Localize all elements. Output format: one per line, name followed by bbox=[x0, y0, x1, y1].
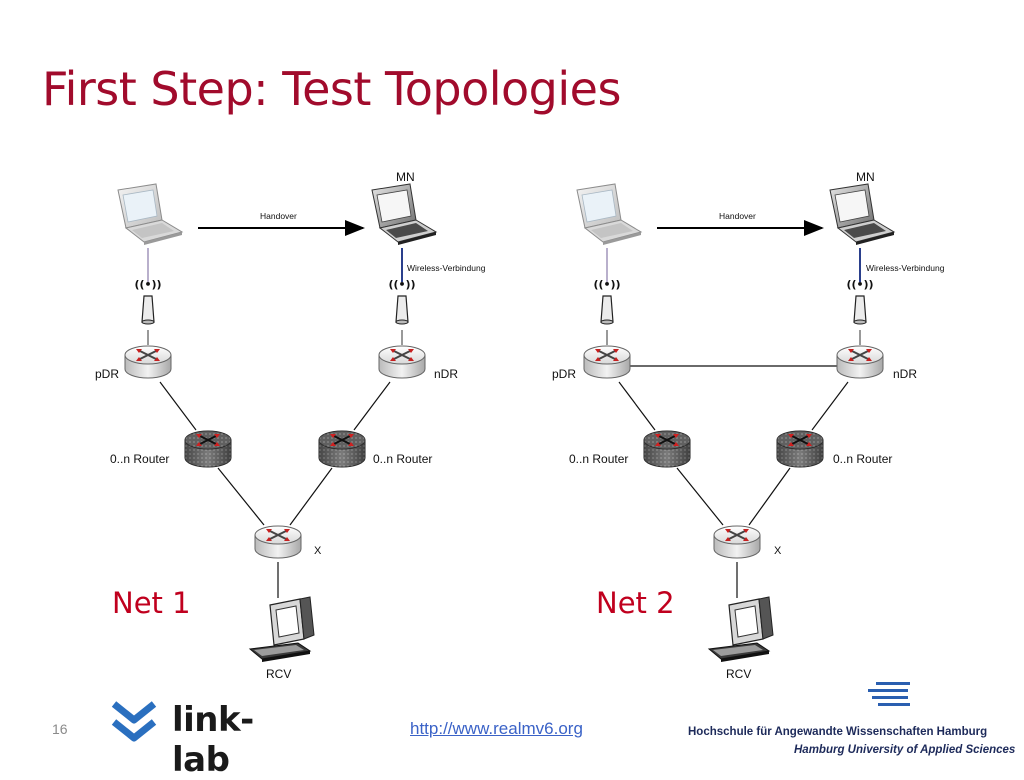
net2-mn-label: MN bbox=[856, 170, 875, 184]
net1-core-router-left-icon bbox=[184, 430, 232, 468]
net1-pdr-router-icon bbox=[124, 345, 172, 379]
net1-link-pdr-router bbox=[159, 381, 197, 431]
net2-ndr-router-icon bbox=[836, 345, 884, 379]
net2-pdr-access-point-icon bbox=[592, 277, 622, 325]
net2-rcv-workstation-icon bbox=[708, 596, 774, 663]
net2-router-right-label: 0..n Router bbox=[833, 452, 892, 466]
net2-x-label: X bbox=[774, 545, 782, 557]
net2-pdr-router-icon bbox=[583, 345, 631, 379]
net1-mn-laptop-icon bbox=[371, 183, 437, 246]
net1-handover-label: Handover bbox=[260, 211, 297, 221]
net2-ndr-label: nDR bbox=[893, 367, 917, 381]
net1-core-router-right-icon bbox=[318, 430, 366, 468]
haw-name-english: Hamburg University of Applied Sciences bbox=[794, 744, 1016, 756]
link-lab-logo-text: link-lab bbox=[172, 700, 254, 780]
net1-ndr-router-icon bbox=[378, 345, 426, 379]
net2-diagram: MN Handover Wireless-Verbindung pDR nDR … bbox=[552, 170, 945, 681]
net1-rcv-label: RCV bbox=[266, 667, 291, 681]
net1-previous-laptop-icon bbox=[117, 183, 183, 246]
haw-lines-icon bbox=[868, 682, 910, 706]
net1-rcv-workstation-icon bbox=[249, 596, 315, 663]
realmv6-link[interactable]: http://www.realmv6.org bbox=[410, 719, 583, 738]
net2-rcv-label: RCV bbox=[726, 667, 751, 681]
link-lab-logo: link-lab bbox=[110, 698, 310, 780]
net1-ndr-label: nDR bbox=[434, 367, 458, 381]
net1-wireless-label: Wireless-Verbindung bbox=[407, 263, 486, 273]
haw-hamburg-logo: Hochschule für Angewandte Wissenschaften… bbox=[688, 664, 1015, 764]
net1-x-router-icon bbox=[254, 525, 302, 559]
net1-label: Net 1 bbox=[112, 586, 191, 620]
net1-mn-label: MN bbox=[396, 170, 415, 184]
net2-router-left-label: 0..n Router bbox=[569, 452, 628, 466]
net1-pdr-label: pDR bbox=[95, 367, 119, 381]
net1-diagram: MN Handover Wireless-Verbindung pDR nDR … bbox=[95, 170, 486, 681]
net2-handover-label: Handover bbox=[719, 211, 756, 221]
net2-label: Net 2 bbox=[596, 586, 675, 620]
link-lab-chevron-icon bbox=[111, 701, 157, 742]
net1-pdr-access-point-icon bbox=[133, 277, 163, 325]
net2-pdr-label: pDR bbox=[552, 367, 576, 381]
net1-router-right-label: 0..n Router bbox=[373, 452, 432, 466]
net1-ndr-access-point-icon bbox=[387, 277, 417, 325]
net2-x-router-icon bbox=[713, 525, 761, 559]
haw-name-german: Hochschule für Angewandte Wissenschaften… bbox=[688, 726, 988, 738]
net2-core-router-right-icon bbox=[776, 430, 824, 468]
net2-mn-laptop-icon bbox=[829, 183, 895, 246]
net2-core-router-left-icon bbox=[643, 430, 691, 468]
net1-router-left-label: 0..n Router bbox=[110, 452, 169, 466]
slide-title: First Step: Test Topologies bbox=[42, 62, 621, 116]
net1-link-ndr-router bbox=[353, 381, 391, 431]
page-number: 16 bbox=[52, 721, 68, 737]
net2-ndr-access-point-icon bbox=[845, 277, 875, 325]
net1-x-label: X bbox=[314, 545, 322, 557]
net2-wireless-label: Wireless-Verbindung bbox=[866, 263, 945, 273]
net2-previous-laptop-icon bbox=[576, 183, 642, 246]
